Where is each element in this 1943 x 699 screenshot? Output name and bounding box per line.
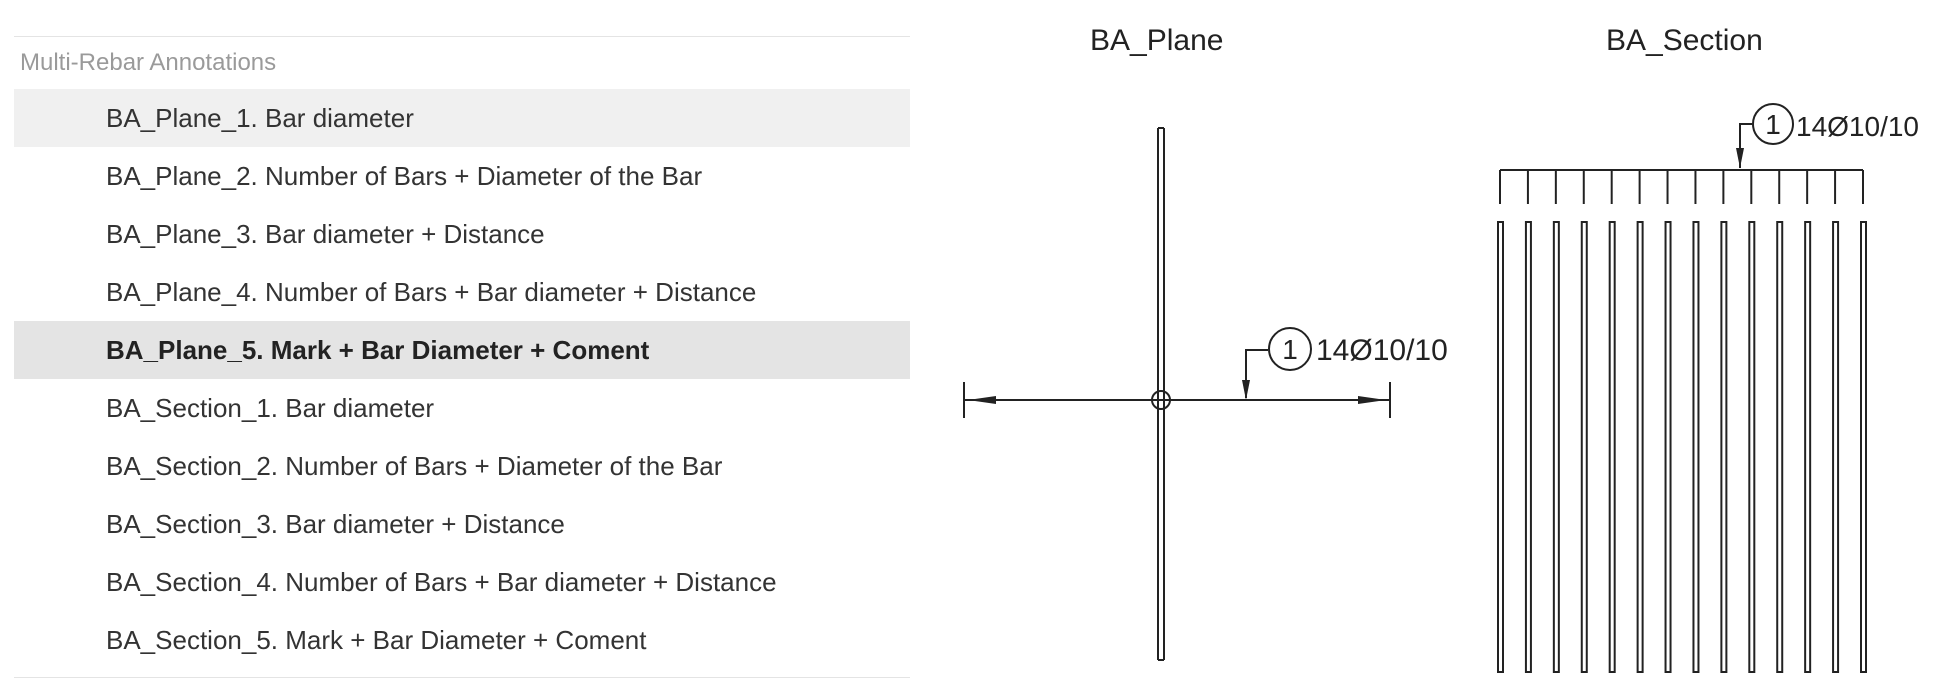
section-bar: [1524, 221, 1532, 673]
plane-leader-arrow: [1242, 380, 1250, 400]
list-item-label: BA_Plane_2. Number of Bars + Diameter of…: [106, 161, 703, 191]
section-bar: [1720, 221, 1728, 673]
section-bar: [1636, 221, 1644, 673]
list-item[interactable]: BA_Plane_1. Bar diameter: [14, 89, 910, 147]
annotation-type-list: Multi-Rebar Annotations BA_Plane_1. Bar …: [14, 36, 910, 678]
section-bar: [1776, 221, 1784, 673]
section-bar: [1580, 221, 1588, 673]
plane-drawing-title: BA_Plane: [1090, 24, 1224, 57]
list-item-label: BA_Plane_5. Mark + Bar Diameter + Coment: [106, 335, 650, 365]
bar-center-circle: [1151, 390, 1171, 410]
list-item-label: BA_Section_2. Number of Bars + Diameter …: [106, 451, 723, 481]
section-bar: [1552, 221, 1560, 673]
section-bar: [1608, 221, 1616, 673]
section-bar: [1804, 221, 1812, 673]
section-mark-text: 1: [1765, 109, 1781, 140]
distribution-arrow-right: [1358, 396, 1386, 404]
list-item-label: BA_Section_3. Bar diameter + Distance: [106, 509, 565, 539]
list-item-label: BA_Plane_1. Bar diameter: [106, 103, 414, 133]
list-items: BA_Plane_1. Bar diameter BA_Plane_2. Num…: [14, 89, 910, 669]
list-item-label: BA_Section_5. Mark + Bar Diameter + Come…: [106, 625, 647, 655]
plane-mark-circle: [1268, 327, 1312, 371]
list-header: Multi-Rebar Annotations: [20, 49, 277, 76]
list-item[interactable]: BA_Section_4. Number of Bars + Bar diame…: [14, 553, 910, 611]
list-item[interactable]: BA_Section_3. Bar diameter + Distance: [14, 495, 910, 553]
list-item[interactable]: BA_Section_5. Mark + Bar Diameter + Come…: [14, 611, 910, 669]
section-bar: [1860, 221, 1867, 673]
section-bar: [1497, 221, 1504, 673]
list-item-label: BA_Plane_4. Number of Bars + Bar diamete…: [106, 277, 757, 307]
list-item[interactable]: BA_Plane_3. Bar diameter + Distance: [14, 205, 910, 263]
list-item[interactable]: BA_Plane_5. Mark + Bar Diameter + Coment: [14, 321, 910, 379]
section-drawing-title: BA_Section: [1606, 24, 1763, 57]
distribution-arrow-left: [968, 396, 996, 404]
section-bar: [1832, 221, 1840, 673]
section-bar: [1664, 221, 1672, 673]
list-item[interactable]: BA_Section_1. Bar diameter: [14, 379, 910, 437]
plane-annotation-text: 14Ø10/10: [1316, 334, 1448, 367]
section-mark-circle: [1752, 103, 1794, 145]
list-item-label: BA_Section_1. Bar diameter: [106, 393, 435, 423]
list-item[interactable]: BA_Section_2. Number of Bars + Diameter …: [14, 437, 910, 495]
section-bar: [1748, 221, 1756, 673]
list-item[interactable]: BA_Plane_4. Number of Bars + Bar diamete…: [14, 263, 910, 321]
list-item[interactable]: BA_Plane_2. Number of Bars + Diameter of…: [14, 147, 910, 205]
plane-mark-text: 1: [1282, 334, 1298, 365]
section-bar: [1692, 221, 1700, 673]
section-annotation-text: 14Ø10/10: [1796, 111, 1919, 142]
list-item-label: BA_Section_4. Number of Bars + Bar diame…: [106, 567, 777, 597]
list-item-label: BA_Plane_3. Bar diameter + Distance: [106, 219, 545, 249]
section-leader-arrow: [1736, 148, 1744, 168]
section-leader-line: [1739, 123, 1752, 168]
